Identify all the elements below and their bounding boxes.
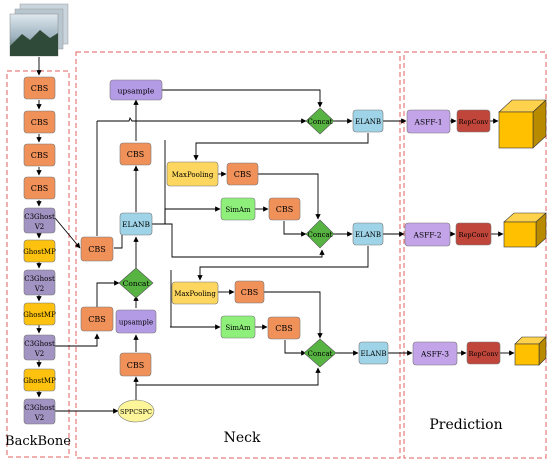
svg-text:GhostMP: GhostMP <box>23 248 56 256</box>
svg-text:CBS: CBS <box>31 118 48 127</box>
svg-text:RepConv: RepConv <box>469 350 499 358</box>
neck-simam-2: SimAm <box>220 315 256 339</box>
svg-text:ASFF-1: ASFF-1 <box>414 118 443 127</box>
neck-upsample-bottom: upsample <box>115 309 157 334</box>
neck-cbs-lateral-2: CBS <box>80 306 114 332</box>
svg-text:SPPCSPC: SPPCSPC <box>120 408 152 416</box>
prediction-repconv-1: RepConv <box>456 109 491 133</box>
svg-text:MaxPooling: MaxPooling <box>174 290 216 298</box>
svg-text:RepConv: RepConv <box>459 231 489 239</box>
svg-text:RepConv: RepConv <box>459 118 489 126</box>
svg-text:V2: V2 <box>34 414 45 422</box>
svg-text:CBS: CBS <box>31 184 48 193</box>
svg-text:ELANB: ELANB <box>355 118 381 126</box>
svg-text:C3Ghost: C3Ghost <box>24 275 55 283</box>
neck-maxpooling-1: MaxPooling <box>166 161 219 187</box>
neck-cbs-lateral-1: CBS <box>80 236 114 262</box>
neck-cbs-sim2: CBS <box>267 316 301 340</box>
backbone-c3ghost-v2-2: C3Ghost V2 <box>23 269 56 296</box>
svg-text:CBS: CBS <box>88 315 105 324</box>
prediction-title: Prediction <box>429 417 502 433</box>
backbone-cbs-4: CBS <box>23 176 56 200</box>
neck-cbs-sppc: CBS <box>119 352 152 377</box>
svg-text:Concat: Concat <box>308 350 333 358</box>
input-image-icon <box>9 3 69 57</box>
svg-text:upsample: upsample <box>119 319 153 327</box>
svg-text:CBS: CBS <box>276 205 293 214</box>
svg-text:CBS: CBS <box>234 170 251 179</box>
svg-text:SimAm: SimAm <box>225 324 251 332</box>
svg-text:ELANB: ELANB <box>355 231 381 239</box>
output-cube-large-icon <box>498 99 547 149</box>
neck-maxpooling-2: MaxPooling <box>171 281 219 305</box>
svg-text:CBS: CBS <box>31 84 48 93</box>
backbone-cbs-3: CBS <box>23 143 56 167</box>
svg-text:CBS: CBS <box>241 288 258 297</box>
neck-concat-2: Concat <box>305 219 335 249</box>
neck-sppcspc: SPPCSPC <box>117 399 155 423</box>
neck-cbs-mp1: CBS <box>226 162 259 186</box>
svg-text:upsample: upsample <box>118 87 155 96</box>
svg-text:V2: V2 <box>34 350 45 358</box>
neck-title: Neck <box>224 430 261 446</box>
neck-simam-1: SimAm <box>220 197 256 221</box>
prediction-repconv-2: RepConv <box>455 222 492 246</box>
neck-cbs-mp2: CBS <box>234 280 265 304</box>
prediction-asff-1: ASFF-1 <box>406 109 451 134</box>
svg-text:GhostMP: GhostMP <box>23 377 56 385</box>
neck-elanb-2: ELANB <box>352 222 384 246</box>
svg-text:MaxPooling: MaxPooling <box>172 171 214 179</box>
neck-concat-3: Concat <box>303 338 337 368</box>
svg-text:CBS: CBS <box>127 361 144 370</box>
connections <box>36 57 515 414</box>
neck-cbs-sim1: CBS <box>268 197 301 221</box>
svg-text:C3Ghost: C3Ghost <box>24 340 55 348</box>
backbone-cbs-1: CBS <box>23 76 56 100</box>
neck-cbs-up-top: CBS <box>119 142 152 166</box>
svg-text:ELANB: ELANB <box>360 350 386 358</box>
backbone-c3ghost-v2-1: C3Ghost V2 <box>23 207 56 234</box>
svg-text:CBS: CBS <box>127 150 144 159</box>
svg-text:CBS: CBS <box>88 245 105 254</box>
svg-text:C3Ghost: C3Ghost <box>24 213 55 221</box>
backbone-ghostmp-2: GhostMP <box>23 302 56 326</box>
neck-concat-left: Concat <box>118 267 154 299</box>
backbone-cbs-2: CBS <box>23 110 56 134</box>
svg-text:ASFF-2: ASFF-2 <box>413 231 442 240</box>
prediction-section <box>403 51 547 459</box>
svg-text:SimAm: SimAm <box>225 206 251 214</box>
output-cube-medium-icon <box>503 212 547 248</box>
prediction-asff-2: ASFF-2 <box>404 222 451 247</box>
neck-upsample-top: upsample <box>109 79 163 101</box>
neck-elanb-mid: ELANB <box>119 212 153 236</box>
svg-text:V2: V2 <box>34 223 45 231</box>
svg-text:Concat: Concat <box>123 279 150 288</box>
svg-text:ELANB: ELANB <box>122 220 150 229</box>
neck-elanb-3: ELANB <box>358 341 389 365</box>
prediction-asff-3: ASFF-3 <box>412 341 458 366</box>
svg-text:GhostMP: GhostMP <box>23 311 56 319</box>
svg-text:Concat: Concat <box>308 231 333 239</box>
neck-section <box>75 51 401 459</box>
svg-text:V2: V2 <box>34 285 45 293</box>
svg-text:CBS: CBS <box>31 151 48 160</box>
neck-elanb-1: ELANB <box>352 109 384 133</box>
svg-text:Concat: Concat <box>308 118 333 126</box>
backbone-ghostmp-1: GhostMP <box>23 239 56 263</box>
backbone-title: BackBone <box>5 434 71 449</box>
svg-text:C3Ghost: C3Ghost <box>24 404 55 412</box>
backbone-c3ghost-v2-4: C3Ghost V2 <box>23 398 56 425</box>
prediction-repconv-3: RepConv <box>466 341 501 365</box>
neck-concat-1: Concat <box>305 107 335 135</box>
svg-text:CBS: CBS <box>275 324 292 333</box>
backbone-ghostmp-3: GhostMP <box>23 368 56 392</box>
output-cube-small-icon <box>514 336 547 366</box>
backbone-c3ghost-v2-3: C3Ghost V2 <box>23 334 56 361</box>
svg-text:ASFF-3: ASFF-3 <box>420 350 449 359</box>
